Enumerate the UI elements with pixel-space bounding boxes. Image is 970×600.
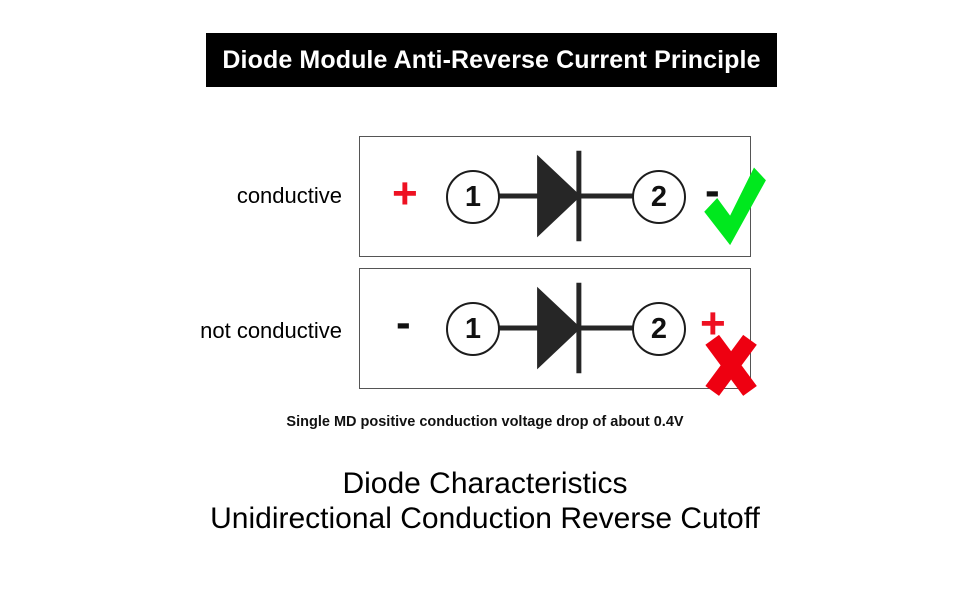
diode-symbol	[499, 282, 637, 374]
node-circle-1: 1	[446, 170, 500, 224]
cross-icon	[705, 334, 757, 396]
polarity-sign-left-positive: +	[392, 169, 418, 218]
page-title: Diode Module Anti-Reverse Current Princi…	[222, 45, 761, 74]
circuit-diagram-not-conductive: - 1 2 +	[359, 268, 757, 396]
node-circle-2: 2	[632, 170, 686, 224]
node-circle-1: 1	[446, 302, 500, 356]
title-banner: Diode Module Anti-Reverse Current Princi…	[206, 33, 777, 87]
node-label-1: 1	[464, 180, 482, 213]
check-icon	[704, 167, 766, 246]
polarity-sign-left-negative: -	[396, 298, 411, 347]
node-label-2: 2	[650, 180, 668, 213]
row-label-conductive: conductive	[236, 183, 342, 208]
footer-heading-line-1: Diode Characteristics	[342, 467, 628, 500]
circuit-diagram-conductive: + 1 2 -	[359, 136, 766, 257]
row-label-not-conductive: not conductive	[200, 318, 342, 343]
footer-heading-line-2: Unidirectional Conduction Reverse Cutoff	[210, 502, 760, 535]
diode-symbol	[499, 150, 637, 242]
node-label-1: 1	[464, 312, 482, 345]
caption-text: Single MD positive conduction voltage dr…	[286, 414, 684, 430]
node-circle-2: 2	[632, 302, 686, 356]
node-label-2: 2	[650, 312, 668, 345]
